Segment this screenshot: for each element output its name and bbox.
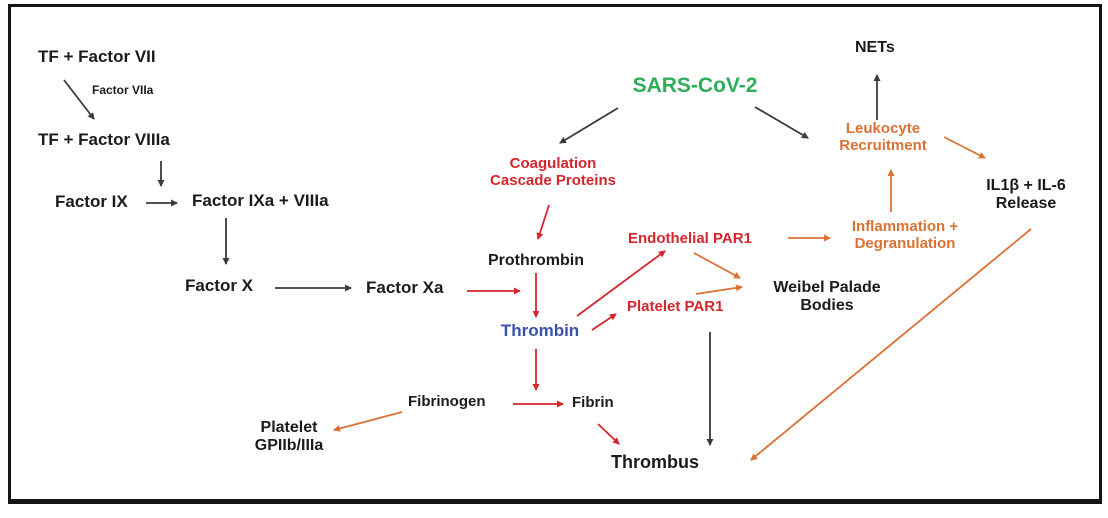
arrow-thrombin-to-endothelial-par1 [576, 250, 666, 317]
arrow-endothelial-par1-to-weibel [693, 252, 741, 279]
node-coagulation-cascade-proteins: Coagulation Cascade Proteins [490, 155, 616, 190]
node-factor-x: Factor X [185, 276, 254, 295]
node-sars-cov-2: SARS-CoV-2 [632, 74, 758, 97]
arrow-sars-to-coagulation [559, 107, 619, 144]
node-il1b-line1: IL1β + IL-6 [986, 177, 1066, 194]
node-il1b-line2: Release [995, 195, 1057, 213]
arrow-fibrin-to-thrombus [597, 423, 620, 445]
node-leukocyte-line1: Leukocyte [845, 120, 921, 137]
node-tf-factor-vii: TF + Factor VII [38, 47, 156, 66]
node-factor-xa: Factor Xa [366, 278, 444, 297]
node-endothelial-par1: Endothelial PAR1 [628, 230, 752, 247]
node-factor-ixa-viiia: Factor IXa + VIIIa [192, 191, 329, 210]
node-platelet-par1: Platelet PAR1 [627, 298, 724, 315]
arrow-fibrinogen-to-platelet-gpiib [333, 411, 403, 432]
node-factor-ix: Factor IX [55, 192, 128, 211]
node-platelet-gp-line1: Platelet [260, 419, 318, 436]
node-prothrombin: Prothrombin [488, 252, 584, 269]
node-platelet-gp-line2: GPIIb/IIIa [254, 437, 324, 455]
arrow-leukocyte-to-il1b [943, 136, 986, 159]
arrow-il1b-to-thrombus [750, 228, 1032, 461]
node-platelet-gpiib-iiia: Platelet GPIIb/IIIa [255, 419, 323, 456]
node-fibrinogen: Fibrinogen [408, 393, 486, 410]
node-thrombin: Thrombin [500, 321, 580, 340]
node-weibel-line1: Weibel Palade [773, 279, 881, 296]
node-inflammation-line2: Degranulation [854, 235, 956, 253]
node-tf-factor-viiia: TF + Factor VIIIa [38, 130, 170, 149]
node-leukocyte-line2: Recruitment [839, 137, 927, 155]
node-thrombus: Thrombus [611, 452, 699, 472]
node-weibel-palade-bodies: Weibel Palade Bodies [773, 279, 880, 316]
node-coagulation-line2: Cascade Proteins [490, 172, 616, 190]
node-fibrin: Fibrin [572, 394, 614, 411]
arrow-sars-to-leukocyte [754, 106, 809, 139]
arrow-platelet-par1-to-weibel [695, 284, 743, 295]
node-il1b-il6-release: IL1β + IL-6 Release [986, 177, 1066, 214]
arrow-coagulation-to-prothrombin [536, 204, 550, 240]
node-leukocyte-recruitment: Leukocyte Recruitment [839, 120, 927, 155]
node-weibel-line2: Bodies [800, 297, 854, 315]
node-factor-viia: Factor VIIa [92, 83, 154, 97]
node-nets: NETs [855, 39, 895, 56]
arrow-tfvii-to-tfviiia [63, 79, 95, 120]
node-inflammation-line1: Inflammation + [851, 218, 959, 235]
node-coagulation-line1: Coagulation [509, 155, 597, 172]
node-inflammation-degranulation: Inflammation + Degranulation [852, 218, 958, 253]
arrow-thrombin-to-platelet-par1 [591, 313, 617, 331]
